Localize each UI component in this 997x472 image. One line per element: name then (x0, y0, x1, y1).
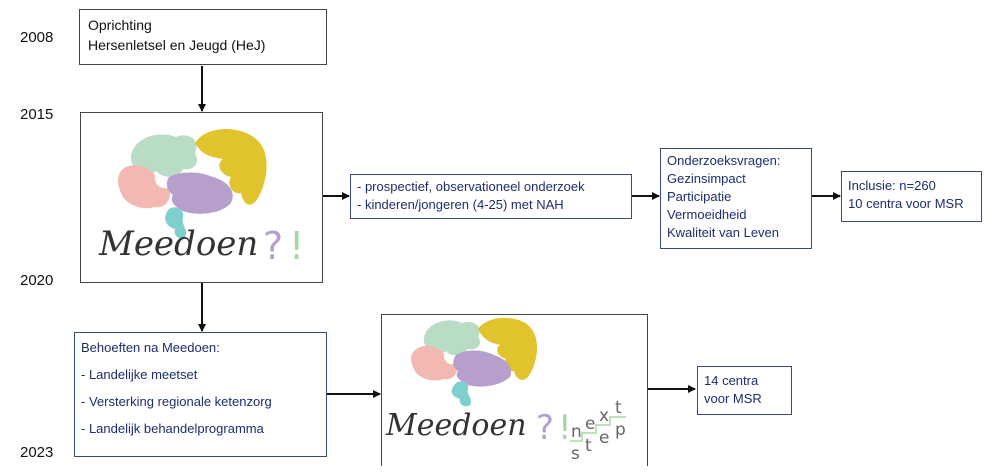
research-questions-box: Onderzoeksvragen: Gezinsimpact Participa… (660, 148, 812, 249)
needs-item: - Versterking regionale ketenzorg (81, 394, 272, 409)
logo-wordmark: Meedoen (98, 224, 258, 264)
next-letter: n (571, 422, 582, 442)
centers-line-1: 14 centra (704, 373, 759, 388)
founding-line-1: Oprichting (88, 17, 152, 33)
next-letter: x (599, 406, 609, 426)
inclusion-line-1: Inclusie: n=260 (848, 178, 936, 193)
step-letter: t (585, 436, 592, 456)
founding-box: Oprichting Hersenletsel en Jeugd (HeJ) (79, 9, 327, 65)
needs-box: Behoeften na Meedoen: - Landelijke meets… (74, 332, 327, 457)
question-item: Vermoeidheid (667, 207, 747, 222)
inclusion-line-2: 10 centra voor MSR (848, 196, 964, 211)
question-item: Kwaliteit van Leven (667, 225, 780, 240)
puzzle-piece-yellow (195, 128, 267, 205)
logo-mark-question: ? (263, 224, 283, 268)
puzzle-piece-green (130, 134, 198, 177)
puzzle-piece-teal (451, 381, 472, 407)
step-letter: e (599, 428, 609, 448)
puzzle-piece-purple (453, 350, 512, 387)
puzzle-piece-green (423, 320, 481, 356)
year-label-2020: 2020 (20, 272, 54, 289)
next-step-stairs (570, 416, 626, 442)
logo-mark-exclaim: ! (289, 224, 304, 268)
logo-mark-exclaim: ! (558, 408, 572, 448)
centers-box: 14 centra voor MSR (697, 366, 792, 415)
needs-item: - Landelijke meetset (81, 367, 198, 382)
puzzle-piece-pink (411, 345, 458, 381)
next-letter: e (585, 414, 595, 434)
question-item: Participatie (667, 189, 732, 204)
puzzle-piece-purple (166, 172, 233, 214)
step-letter: s (571, 444, 580, 464)
question-item: Gezinsimpact (667, 171, 746, 186)
puzzle-piece-pink (118, 165, 171, 209)
meedoen-next-step-logo-box: Meedoen ? ! n e x t s t e p (381, 314, 648, 466)
needs-item: - Landelijk behandelprogramma (81, 421, 264, 436)
logo-wordmark: Meedoen (385, 408, 527, 443)
year-label-2023: 2023 (20, 444, 54, 461)
brain-puzzle-logo: Meedoen ? ! (98, 128, 304, 268)
inclusion-box: Inclusie: n=260 10 centra voor MSR (841, 171, 982, 222)
study-line-2: - kinderen/jongeren (4-25) met NAH (357, 197, 564, 212)
brain-puzzle-next-step-logo: Meedoen ? ! n e x t s t e p (385, 317, 626, 464)
puzzle-piece-teal (165, 207, 187, 239)
questions-heading: Onderzoeksvragen: (667, 153, 781, 168)
study-box: - prospectief, observationeel onderzoek … (350, 174, 632, 219)
logo-mark-question: ? (536, 408, 554, 448)
founding-line-2: Hersenletsel en Jeugd (HeJ) (88, 37, 266, 53)
step-letter: p (615, 420, 626, 440)
year-label-2008: 2008 (20, 29, 54, 46)
needs-heading: Behoeften na Meedoen: (81, 340, 220, 355)
puzzle-piece-yellow (478, 317, 538, 380)
study-line-1: - prospectief, observationeel onderzoek (357, 179, 585, 194)
year-label-2015: 2015 (20, 106, 54, 123)
next-letter: t (615, 398, 622, 418)
meedoen-logo-box: Meedoen ? ! (80, 112, 323, 283)
centers-line-2: voor MSR (704, 391, 762, 406)
